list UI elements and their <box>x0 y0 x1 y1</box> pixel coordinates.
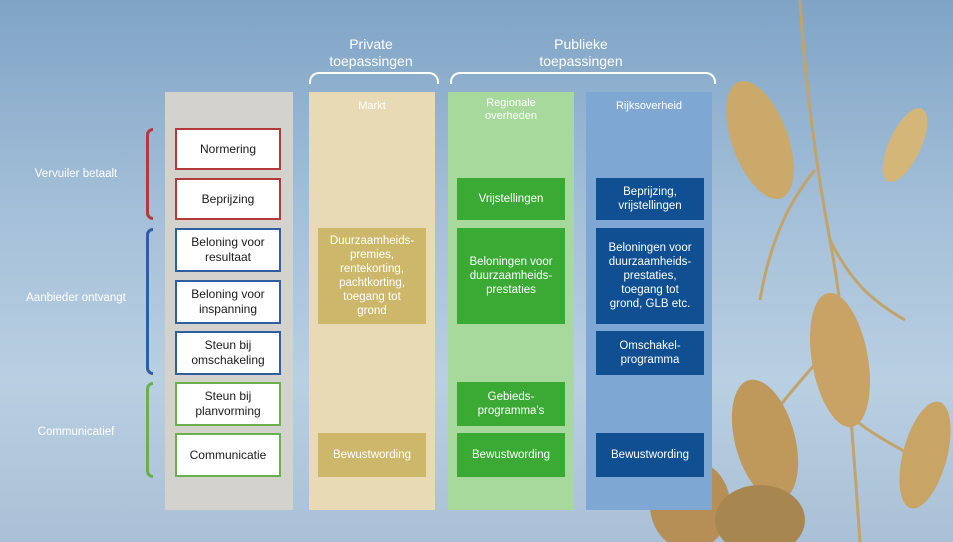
regionaal-cell-beloningen: Beloningen voor duurzaamheids- prestatie… <box>457 228 565 324</box>
regionaal-cell-vrijstellingen: Vrijstellingen <box>457 178 565 220</box>
rung-steun-omschakeling: Steun bij omschakeling <box>175 331 281 375</box>
group-label-communicatief: Communicatief <box>37 426 115 438</box>
rijk-cell-bewustwording: Bewustwording <box>596 433 704 477</box>
rung-normering: Normering <box>175 128 281 170</box>
group-label-aanbieder: Aanbieder ontvangt <box>26 292 126 304</box>
rijk-cell-beprijzing: Beprijzing, vrijstellingen <box>596 178 704 220</box>
public-header: Publieke toepassingen <box>539 36 623 69</box>
rung-beprijzing: Beprijzing <box>175 178 281 220</box>
public-bracket <box>450 72 716 84</box>
group-label-vervuiler: Vervuiler betaalt <box>34 168 118 180</box>
oat-grain <box>899 401 951 509</box>
column-title-regionaal: Regionale overheden <box>485 97 537 122</box>
markt-cell-premies: Duurzaamheids- premies, rentekorting, pa… <box>318 228 426 324</box>
private-header: Private toepassingen <box>329 36 413 69</box>
brace-vervuiler <box>146 128 153 220</box>
rijk-cell-omschakelprogramma: Omschakel- programma <box>596 331 704 375</box>
regionaal-cell-bewustwording: Bewustwording <box>457 433 565 477</box>
oat-grain <box>715 485 805 542</box>
rijk-cell-beloningen: Beloningen voor duurzaamheids- prestatie… <box>596 228 704 324</box>
private-bracket <box>309 72 439 84</box>
oat-grain <box>810 292 870 428</box>
regionaal-cell-gebiedsprogrammas: Gebieds- programma's <box>457 382 565 426</box>
rung-steun-planvorming: Steun bij planvorming <box>175 382 281 426</box>
rung-communicatie: Communicatie <box>175 433 281 477</box>
oat-grain <box>731 379 799 501</box>
oat-grain <box>882 108 928 182</box>
column-title-markt: Markt <box>358 100 386 112</box>
oat-grain <box>726 80 794 200</box>
rung-beloning-resultaat: Beloning voor resultaat <box>175 228 281 272</box>
rung-beloning-inspanning: Beloning voor inspanning <box>175 280 281 324</box>
brace-aanbieder <box>146 228 153 375</box>
column-title-rijk: Rijksoverheid <box>615 100 683 112</box>
markt-cell-bewustwording: Bewustwording <box>318 433 426 477</box>
brace-communicatief <box>146 382 153 478</box>
